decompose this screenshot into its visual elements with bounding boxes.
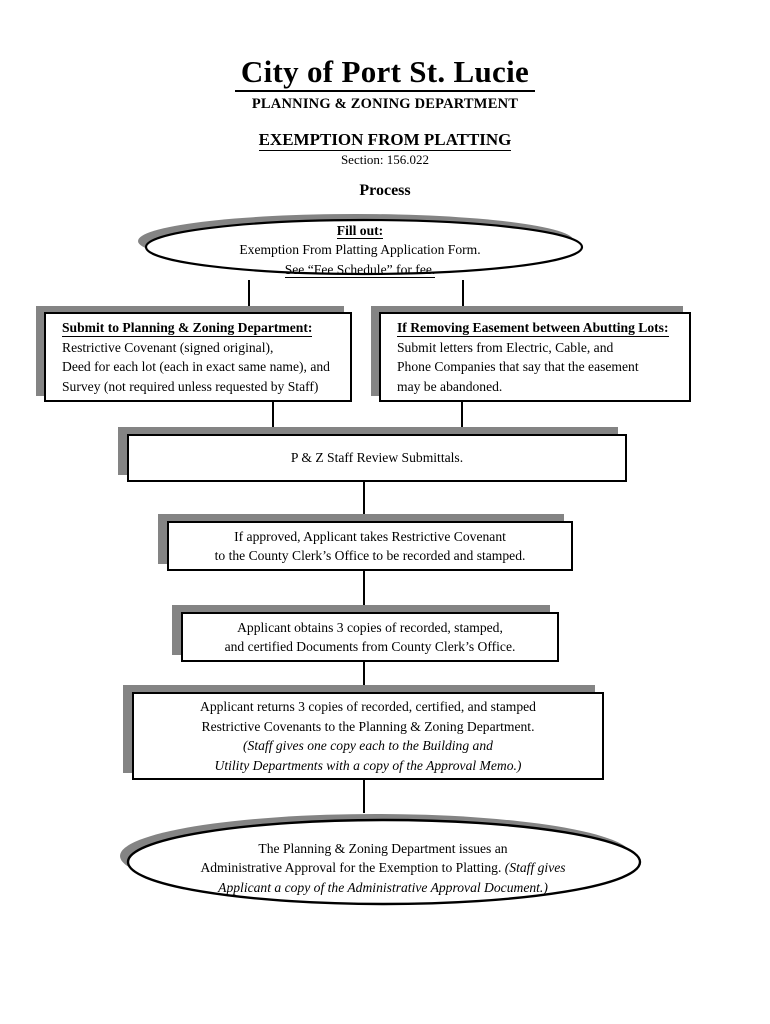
easement-line-4: may be abandoned.	[397, 378, 503, 394]
flow-node-start-ellipse: Fill out: Exemption From Platting Applic…	[138, 213, 584, 279]
submit-line-4: Survey (not required unless requested by…	[62, 378, 319, 394]
covenant-box-text: If approved, Applicant takes Restrictive…	[169, 523, 571, 569]
easement-box-face: If Removing Easement between Abutting Lo…	[379, 312, 691, 402]
document-title: EXEMPTION FROM PLATTING	[0, 130, 770, 151]
page-title-text: City of Port St. Lucie	[234, 54, 536, 92]
easement-line-1: If Removing Easement between Abutting Lo…	[397, 320, 669, 337]
easement-line-3: Phone Companies that say that the easeme…	[397, 359, 639, 374]
submit-line-3: Deed for each lot (each in exact same na…	[62, 359, 330, 374]
section-reference: Section: 156.022	[340, 152, 430, 167]
easement-line-2: Submit letters from Electric, Cable, and	[397, 339, 614, 355]
connector-submit-to-review	[272, 402, 275, 436]
end-line-2-normal: Administrative Approval for the Exemptio…	[200, 860, 502, 876]
end-line-3: Applicant a copy of the Administrative A…	[218, 879, 548, 895]
returns-line-1: Applicant returns 3 copies of recorded, …	[200, 699, 536, 714]
connector-returns-to-end	[363, 780, 366, 813]
submit-box-face: Submit to Planning & Zoning Department: …	[44, 312, 352, 402]
page-title: City of Port St. Lucie	[0, 54, 770, 92]
copies-line-1: Applicant obtains 3 copies of recorded, …	[237, 619, 503, 635]
end-line-1: The Planning & Zoning Department issues …	[258, 840, 508, 856]
easement-box-text: If Removing Easement between Abutting Lo…	[381, 314, 689, 400]
connector-start-to-easement	[462, 280, 465, 312]
review-box-face: P & Z Staff Review Submittals.	[127, 434, 627, 482]
covenant-line-2: to the County Clerk’s Office to be recor…	[214, 548, 526, 563]
returns-line-4: Utility Departments with a copy of the A…	[214, 757, 522, 773]
document-title-text: EXEMPTION FROM PLATTING	[258, 130, 512, 151]
copies-line-2: and certified Documents from County Cler…	[224, 639, 516, 654]
covenant-line-1: If approved, Applicant takes Restrictive…	[234, 528, 506, 544]
department-subtitle: PLANNING & ZONING DEPARTMENT	[251, 96, 519, 112]
start-line-1: Fill out:	[336, 222, 384, 240]
end-line-2-italic: (Staff gives	[504, 860, 566, 876]
start-ellipse-text: Fill out: Exemption From Platting Applic…	[140, 213, 580, 281]
flow-node-end-ellipse: The Planning & Zoning Department issues …	[118, 812, 648, 908]
copies-box-text: Applicant obtains 3 copies of recorded, …	[183, 614, 557, 660]
returns-box-face: Applicant returns 3 copies of recorded, …	[132, 692, 604, 780]
returns-line-2: Restrictive Covenants to the Planning & …	[201, 718, 535, 734]
connector-copies-to-returns	[363, 662, 366, 687]
end-ellipse-text: The Planning & Zoning Department issues …	[118, 812, 648, 916]
returns-line-3: (Staff gives one copy each to the Buildi…	[243, 738, 493, 753]
connector-easement-to-review	[461, 402, 464, 436]
ellipse-shape	[138, 214, 584, 276]
end-line-2: Administrative Approval for the Exemptio…	[200, 858, 565, 878]
submit-line-1: Submit to Planning & Zoning Department:	[62, 320, 313, 337]
submit-line-2: Restrictive Covenant (signed original),	[62, 339, 274, 355]
connector-review-to-covenant	[363, 482, 366, 516]
start-line-2: Exemption From Platting Application Form…	[239, 242, 481, 258]
review-box-text: P & Z Staff Review Submittals.	[129, 436, 625, 480]
connector-start-to-submit	[248, 280, 251, 312]
covenant-box-face: If approved, Applicant takes Restrictive…	[167, 521, 573, 571]
start-line-3: See “Fee Schedule” for fee.	[284, 261, 436, 279]
returns-box-text: Applicant returns 3 copies of recorded, …	[134, 694, 602, 778]
copies-box-face: Applicant obtains 3 copies of recorded, …	[181, 612, 559, 662]
review-line-1: P & Z Staff Review Submittals.	[290, 450, 464, 466]
connector-covenant-to-copies	[363, 571, 366, 605]
submit-box-text: Submit to Planning & Zoning Department: …	[46, 314, 350, 400]
end-ellipse-shape	[120, 814, 642, 906]
process-heading: Process	[359, 182, 411, 199]
